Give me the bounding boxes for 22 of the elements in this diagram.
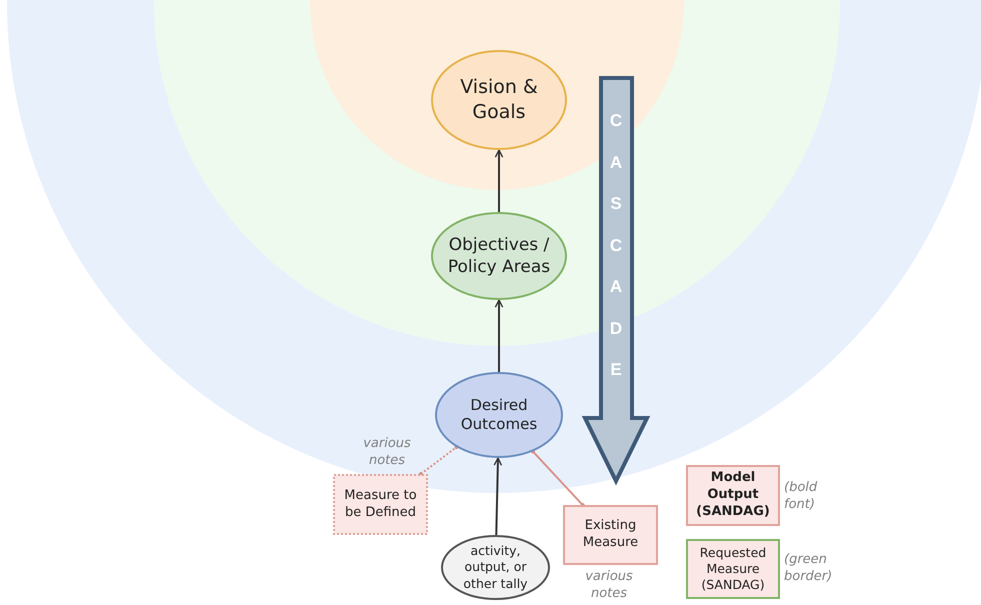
outcome-ellipse <box>435 372 563 458</box>
node-label: Vision & Goals <box>459 75 539 125</box>
node-label: activity, output, or other tally <box>462 543 529 592</box>
vertical-text: CASCADE <box>608 110 624 381</box>
arrow <box>494 149 504 212</box>
node-label: Existing Measure <box>582 518 640 552</box>
connector-line <box>418 445 458 476</box>
note-text: (bold font) <box>784 480 818 514</box>
node-label: Model Output (SANDAG) <box>695 470 771 521</box>
node-label: Objectives / Policy Areas <box>446 234 552 278</box>
activity-ellipse <box>441 535 550 600</box>
goal-ellipse <box>431 50 567 150</box>
arrow <box>494 299 504 372</box>
note-text: various notes <box>584 569 634 603</box>
objective-ellipse <box>431 212 567 300</box>
node-label: Requested Measure (SANDAG) <box>698 544 768 594</box>
node-label: Desired Outcomes <box>460 396 538 434</box>
node-label: Measure to be Defined <box>343 488 418 522</box>
note-text: various notes <box>362 436 412 470</box>
connector-line <box>530 449 585 507</box>
arrow <box>494 457 502 536</box>
note-text: (green border) <box>784 552 834 586</box>
